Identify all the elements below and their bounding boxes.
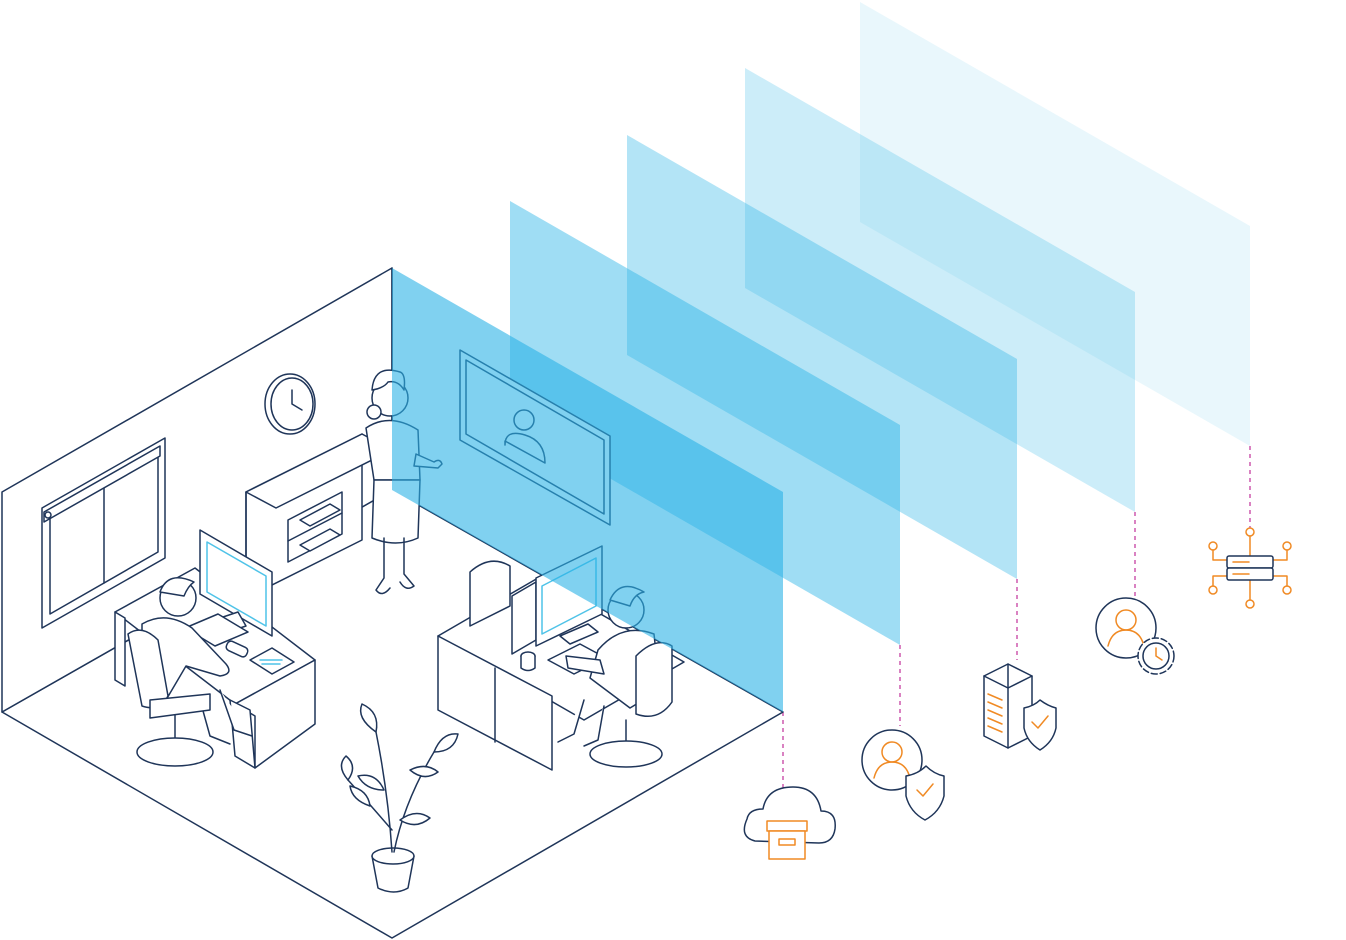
layer-panel-server-network	[860, 2, 1250, 446]
window	[41, 437, 166, 629]
layer-panel-enterprise-security	[627, 135, 1017, 579]
layer-panel-user-security	[510, 201, 900, 645]
right-office-chair	[589, 641, 673, 768]
wall-clock-icon	[264, 373, 316, 435]
user-shield-icon	[861, 729, 945, 821]
layer-panels	[510, 2, 1250, 645]
layer-panel-cloud-archive	[392, 268, 783, 712]
building-shield-icon	[983, 663, 1057, 751]
storage-cabinet	[245, 433, 393, 599]
cloud-archive-icon	[743, 786, 836, 860]
layer-connectors	[782, 446, 1251, 792]
left-office-chair	[127, 629, 214, 767]
server-network-icon	[1208, 527, 1292, 609]
layer-icons	[743, 527, 1292, 860]
layer-panel-user-automation	[745, 68, 1135, 512]
potted-plant	[340, 703, 459, 893]
user-gear-icon	[1095, 597, 1175, 675]
